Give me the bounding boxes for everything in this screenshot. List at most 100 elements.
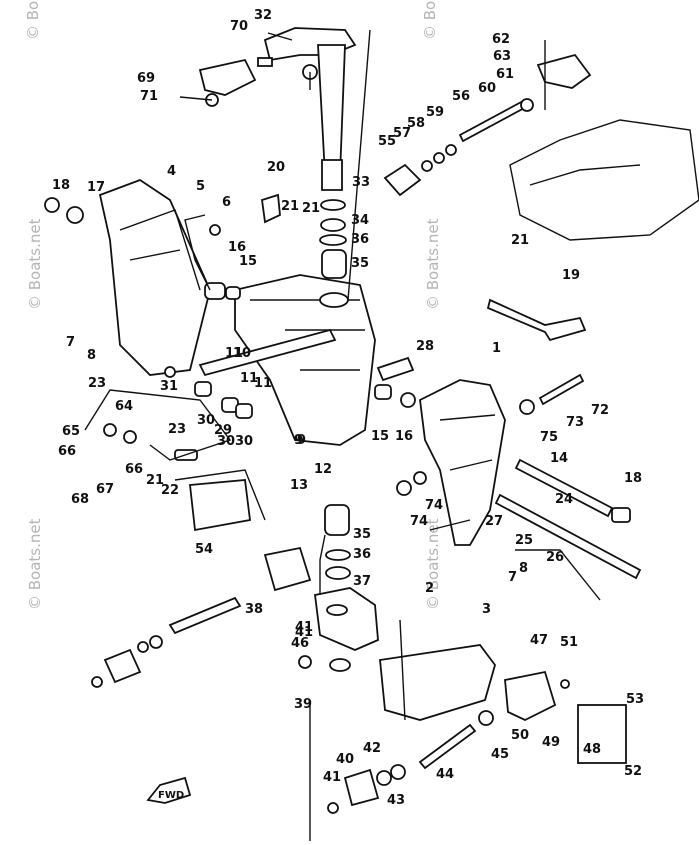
watermark-5: © Boats.net [26, 518, 44, 610]
callout-49: 49 [542, 735, 560, 750]
callout-18: 18 [624, 471, 642, 486]
callout-6: 6 [222, 195, 231, 210]
washer-39-part [329, 658, 351, 672]
callout-31: 31 [160, 379, 178, 394]
callout-16-dup: 16 [395, 429, 413, 444]
callout-67: 67 [96, 482, 114, 497]
callout-29: 29 [214, 423, 232, 438]
thru-tube-part [514, 458, 614, 518]
washer-42-part [376, 770, 392, 786]
nut-18-right-part [611, 507, 631, 523]
bolt-31-part [164, 366, 176, 378]
callout-46: 46 [291, 636, 309, 651]
callout-54: 54 [195, 542, 213, 557]
callout-19: 19 [562, 268, 580, 283]
watermark-4: © Boats.net [424, 218, 442, 310]
callout-66: 66 [58, 444, 76, 459]
callout-56: 56 [452, 89, 470, 104]
tilt-tube-part [198, 328, 337, 377]
mount-40-part [343, 768, 380, 807]
callout-65: 65 [62, 424, 80, 439]
callout-5: 5 [196, 179, 205, 194]
callout-30-dup: 30 [217, 434, 235, 449]
bolt-44-part [418, 723, 477, 770]
bushing-30a-part [194, 381, 212, 397]
watermark-1: © Boats.net [24, 0, 42, 40]
callout-59: 59 [426, 105, 444, 120]
bushing-16-right-part [400, 392, 416, 408]
callout-45: 45 [491, 747, 509, 762]
watermark-6: © Boats.net [424, 518, 442, 610]
bushing-35-part [321, 249, 347, 279]
clamp-bracket-left-part [98, 178, 211, 376]
nut-43-part [390, 764, 406, 780]
mount-55-part [383, 163, 422, 197]
callout-35-dup: 35 [353, 527, 371, 542]
callout-28: 28 [416, 339, 434, 354]
callout-26: 26 [546, 550, 564, 565]
callout-40: 40 [336, 752, 354, 767]
callout-21: 21 [302, 201, 320, 216]
swivel-top-boss [319, 292, 349, 308]
callout-21-dup: 21 [146, 473, 164, 488]
callout-37: 37 [353, 574, 371, 589]
plate-54-part [189, 479, 251, 532]
steering-shaft-part [317, 44, 346, 176]
callout-8-dup: 8 [519, 561, 528, 576]
callout-33: 33 [352, 175, 370, 190]
bolt-73-part [538, 373, 585, 406]
mount-rubber-left-part [103, 648, 142, 684]
mount-47-part [504, 670, 557, 722]
callout-10: 10 [233, 346, 251, 361]
callout-23: 23 [88, 376, 106, 391]
washer-17-part [66, 206, 84, 224]
callout-70: 70 [230, 19, 248, 34]
callout-36-dup: 36 [353, 547, 371, 562]
screw-18-part [44, 197, 60, 213]
tilt-rod-part [494, 493, 642, 580]
callout-17: 17 [87, 180, 105, 195]
callout-3: 3 [482, 602, 491, 617]
tilt-lever-part [486, 298, 587, 342]
bushing-16-left-part [225, 286, 241, 300]
lower-case-part [379, 644, 496, 721]
callout-30: 30 [197, 413, 215, 428]
callout-44: 44 [436, 767, 454, 782]
clip-20-part [261, 193, 281, 224]
shaft-spline-part [321, 159, 343, 191]
callout-27: 27 [485, 514, 503, 529]
callout-7: 7 [66, 335, 75, 350]
callout-41-dup: 41 [295, 620, 313, 635]
washer-33-part [320, 199, 346, 211]
callout-7-dup: 7 [508, 570, 517, 585]
mount-62-part [536, 53, 592, 89]
callout-41-dup: 41 [323, 770, 341, 785]
callout-23-dup: 23 [168, 422, 186, 437]
callout-55: 55 [378, 134, 396, 149]
callout-21-dup: 21 [281, 199, 299, 214]
callout-74: 74 [410, 514, 428, 529]
screw-71-part [257, 57, 273, 67]
callout-38: 38 [245, 602, 263, 617]
bushing-74-part [413, 471, 427, 485]
callout-9: 9 [294, 433, 303, 448]
callout-9-dup: 9 [297, 433, 306, 448]
rod-left-part [168, 596, 242, 635]
bushing-15-right-part [374, 384, 392, 400]
callout-50: 50 [511, 728, 529, 743]
callout-57: 57 [393, 126, 411, 141]
callout-61: 61 [496, 67, 514, 82]
callout-4: 4 [167, 164, 176, 179]
callout-2: 2 [425, 581, 434, 596]
bushing-35-lower-part [324, 504, 350, 536]
callout-47: 47 [530, 633, 548, 648]
nut-46-part [298, 655, 312, 669]
callout-13: 13 [290, 478, 308, 493]
callout-51: 51 [560, 635, 578, 650]
callout-8: 8 [87, 348, 96, 363]
callout-42: 42 [363, 741, 381, 756]
callout-11-dup: 11 [225, 346, 243, 361]
callout-25: 25 [515, 533, 533, 548]
